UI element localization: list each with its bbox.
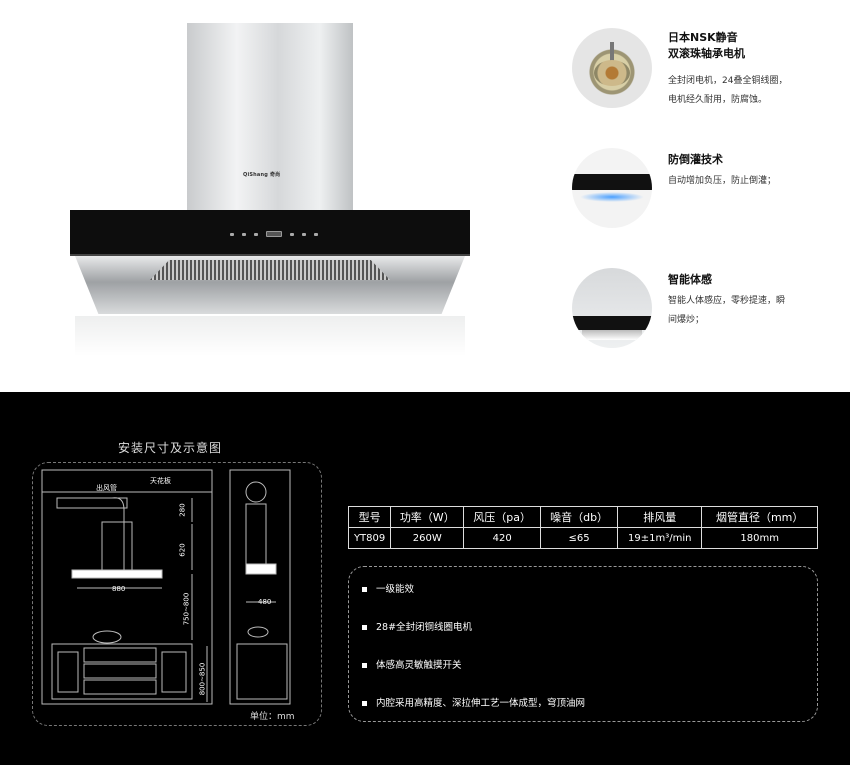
feature-list: 一级能效 28#全封闭铜线圈电机 体感高灵敏触摸开关 内腔采用高精度、深拉伸工艺… [362,583,585,735]
feature-title: 防倒灌技术 [668,153,723,166]
feature-desc: 全封闭电机，24叠全铜线圈， [668,76,788,86]
oil-filter [150,260,390,280]
drawer [83,679,157,695]
cell: 260W [390,527,465,549]
side-pot [247,626,269,638]
list-item: 28#全封闭铜线圈电机 [362,621,585,659]
hood-reflection [75,316,465,356]
ceiling-label: 天花板 [150,477,171,485]
list-item: 内腔采用高精度、深拉伸工艺一体成型，穹顶油网 [362,697,585,735]
dim-620: 620 [178,543,187,557]
touch-key [254,232,258,236]
feature-title: 日本NSK静音 [668,31,738,44]
dim-750-800: 750~800 [182,592,191,626]
side-chimney [245,503,267,565]
brand-logo: QiShang 奇尚 [243,172,281,178]
feature-desc: 间爆炒； [668,315,705,325]
side-duct [245,481,267,503]
feature-desc: 电机经久耐用，防腐蚀。 [668,95,768,105]
touch-key [302,232,306,236]
motion-sensor-icon [572,268,652,348]
motor-coil [594,60,630,86]
duct-bend [111,497,125,570]
diagram-frame [32,462,322,726]
cabinet-door [57,651,79,693]
feature-anti-backflow: 防倒灌技术 自动增加负压，防止倒灌； [572,148,832,228]
display-screen [266,231,282,237]
col-header: 型号 [347,506,392,528]
feature-motor: 日本NSK静音 双滚珠轴承电机 全封闭电机，24叠全铜线圈， 电机经久耐用，防腐… [572,28,832,108]
col-header: 噪音（db） [540,506,619,528]
touch-key [290,232,294,236]
hood-panel-closeup [572,174,652,190]
dim-800-850: 800~850 [198,662,207,696]
hood-panel-closeup [572,316,652,330]
feature-list-frame [348,566,818,722]
col-header: 排风量 [617,506,703,528]
range-hood-image: QiShang 奇尚 [60,20,480,360]
dim-880: 880 [112,585,126,593]
dim-480: 480 [258,598,272,606]
cell: 19±1m³/min [617,527,703,549]
front-hood [71,569,163,579]
feature-title: 智能体感 [668,273,712,286]
motor-icon [572,28,652,108]
table-header-row: 型号 功率（W） 风压（pa） 噪音（db） 排风量 烟管直径（mm） [347,506,818,528]
side-hood [245,563,277,575]
hood-chimney [187,23,353,213]
hood-edge [582,330,642,340]
side-cabinet [236,643,288,700]
feature-desc: 自动增加负压，防止倒灌； [668,176,777,186]
blue-light [580,192,644,202]
outlet-label: 出风管 [96,484,117,492]
unit-label: 单位：mm [250,712,295,722]
touch-key [230,232,234,236]
spec-table: 型号 功率（W） 风压（pa） 噪音（db） 排风量 烟管直径（mm） YT80… [347,506,818,549]
cell: ≤65 [540,527,619,549]
installation-diagram [41,469,291,705]
cell: 180mm [701,527,818,549]
cell: YT809 [347,527,392,549]
feature-motion-sensor: 智能体感 智能人体感应，零秒提速，瞬 间爆炒； [572,268,832,348]
pot [92,630,122,644]
touch-key [314,232,318,236]
col-header: 烟管直径（mm） [701,506,818,528]
col-header: 风压（pa） [463,506,542,528]
cell: 420 [463,527,542,549]
feature-title: 双滚珠轴承电机 [668,47,745,60]
hood-control-panel [70,210,470,256]
feature-desc: 智能人体感应，零秒提速，瞬 [668,296,786,306]
anti-backflow-icon [572,148,652,228]
front-chimney [101,521,133,571]
touch-controls [230,231,318,237]
drawer [83,663,157,679]
cabinet-door [161,651,187,693]
front-cabinet [51,643,193,700]
side-view-outline [229,469,291,705]
drawer [83,647,157,663]
touch-key [242,232,246,236]
dim-280: 280 [178,503,187,517]
table-row: YT809 260W 420 ≤65 19±1m³/min 180mm [347,527,818,549]
col-header: 功率（W） [390,506,465,528]
diagram-title: 安装尺寸及示意图 [118,441,223,455]
motor-shaft [610,42,614,64]
list-item: 一级能效 [362,583,585,621]
duct [56,497,128,509]
list-item: 体感高灵敏触摸开关 [362,659,585,697]
front-view-outline [41,469,213,705]
